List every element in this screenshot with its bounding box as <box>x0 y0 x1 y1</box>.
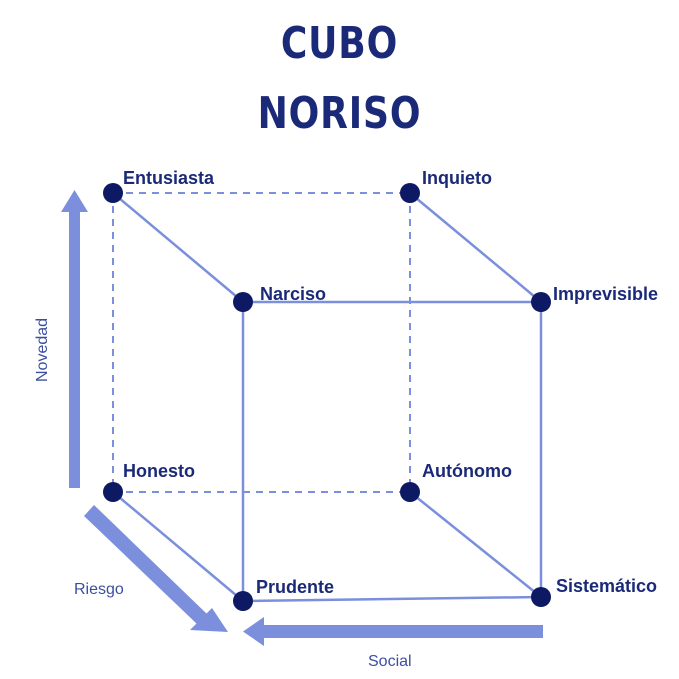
label-narciso: Narciso <box>260 284 326 304</box>
edge-prudente-sistematico <box>242 595 542 603</box>
node-entusiasta <box>103 183 123 203</box>
riesgo-arrow-shaft <box>84 505 207 624</box>
axis-label-social: Social <box>368 653 412 670</box>
label-sistematico: Sistemático <box>556 576 657 596</box>
edge-honesto-prudente <box>112 491 244 602</box>
label-honesto: Honesto <box>123 461 195 481</box>
riesgo-arrow-head <box>190 608 228 632</box>
edge-entusiasta-narciso <box>112 192 244 303</box>
node-honesto <box>103 482 123 502</box>
novedad-arrow-head <box>61 190 88 212</box>
label-prudente: Prudente <box>256 577 334 597</box>
axis-label-novedad: Novedad <box>34 318 51 382</box>
node-autonomo <box>400 482 420 502</box>
edge-autonomo-sistematico <box>409 491 542 598</box>
edge-inquieto-imprevisible <box>409 192 542 303</box>
node-narciso <box>233 292 253 312</box>
label-autonomo: Autónomo <box>422 461 512 481</box>
social-arrow-shaft <box>262 625 543 638</box>
node-imprevisible <box>531 292 551 312</box>
label-inquieto: Inquieto <box>422 168 492 188</box>
axis-label-riesgo: Riesgo <box>74 581 124 598</box>
title-line-2: NORISO <box>257 88 422 139</box>
social-arrow-head <box>243 617 264 646</box>
label-imprevisible: Imprevisible <box>553 284 658 304</box>
title-line-1: CUBO <box>280 18 399 69</box>
node-sistematico <box>531 587 551 607</box>
label-entusiasta: Entusiasta <box>123 168 215 188</box>
novedad-arrow-shaft <box>69 210 80 488</box>
node-prudente <box>233 591 253 611</box>
node-inquieto <box>400 183 420 203</box>
